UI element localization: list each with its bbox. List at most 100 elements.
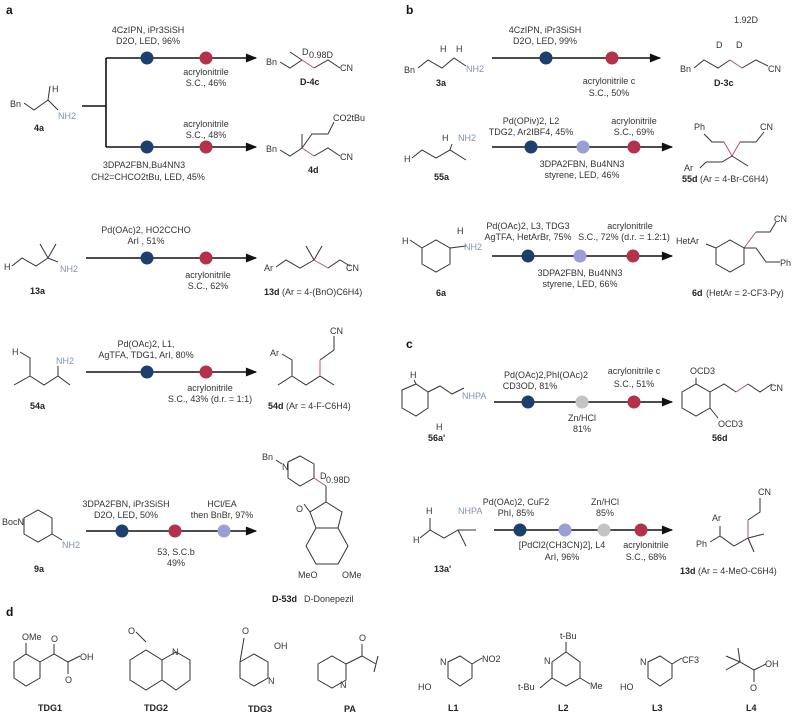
conditions-text: Pd(OAc)2, HO2CCHO (101, 225, 191, 235)
group-cn: CN (340, 63, 353, 73)
group-ome: MeO (298, 570, 318, 580)
group-h: H (436, 422, 443, 432)
group-nh2: NH2 (466, 64, 484, 74)
panel-label-d: d (6, 605, 13, 619)
group-ocd3: OCD3 (690, 366, 715, 376)
structure-L4: OH O L4 (725, 647, 779, 713)
step-dot-red (199, 365, 213, 379)
group-n: N (544, 656, 551, 666)
structure-3a: Bn H H NH2 3a (404, 44, 484, 88)
compound-label-D-4c: D-4c (300, 77, 320, 87)
step-dot-blue (521, 249, 535, 263)
structure-TDG2: O N TDG2 (128, 626, 191, 713)
compound-label-D-3c: D-3c (714, 78, 734, 88)
step-dot-blue (513, 523, 527, 537)
group-n: N (440, 657, 447, 667)
structure-L1: N NO2 HO L1 (418, 654, 501, 713)
step-dot-gray (597, 523, 611, 537)
conditions-text: S.C., 50% (589, 88, 630, 98)
step-dot-red (199, 51, 213, 65)
compound-label-4a: 4a (34, 123, 45, 133)
group-ar: Ar (712, 513, 721, 523)
conditions-text: Pd(OPiv)2, L2 (503, 116, 560, 126)
step-dot-blue (115, 524, 129, 538)
conditions-text: S.C., 51% (614, 379, 655, 389)
step-dot-blue (140, 51, 154, 65)
group-bn: Bn (262, 452, 273, 462)
group-n: N (282, 462, 289, 472)
conditions-text: 3DPA2FBN, Bu4NN3 (538, 268, 623, 278)
structure-54a: H NH2 54a (12, 347, 74, 411)
compound-label-4d: 4d (308, 165, 319, 175)
structure-D-3c: 1.92D D D Bn CN D-3c (680, 15, 781, 88)
conditions-text: S.C., 69% (614, 127, 655, 137)
group-h: H (457, 226, 464, 236)
compound-label-L2: L2 (558, 703, 569, 713)
conditions-text: D2O, LED, 99% (513, 36, 577, 46)
group-ome: OMe (22, 632, 42, 642)
conditions-text: TDG2, Ar2IBF4, 45% (489, 127, 574, 137)
conditions-text: S.C., 68% (626, 552, 667, 562)
group-o: O (65, 675, 72, 685)
step-dot-lavender (576, 140, 590, 154)
group-bn: Bn (266, 57, 277, 67)
step-dot-red (627, 140, 641, 154)
conditions-text: acrylonitrile (185, 270, 231, 280)
compound-label-6a: 6a (436, 288, 447, 298)
structure-6a: H H NH2 6a (402, 226, 482, 298)
conditions-text: acrylonitrile (607, 221, 653, 231)
group-nh2: NH2 (58, 111, 76, 121)
step-dot-red (168, 524, 182, 538)
group-nh2: NH2 (60, 264, 78, 274)
group-h: H (4, 262, 11, 272)
group-n: N (340, 680, 347, 690)
group-ho: HO (620, 682, 634, 692)
conditions-text: 4CzIPN, iPr3SiSH (509, 25, 582, 35)
group-ph: Ph (780, 258, 791, 268)
compound-label-56d: 56d (712, 433, 728, 443)
compound-note: (Ar = 4-F-C6H4) (286, 401, 351, 411)
group-ar: Ar (270, 348, 279, 358)
group-cf3: CF3 (682, 655, 699, 665)
conditions-text: Pd(OAc)2, L3, TDG3 (486, 221, 569, 231)
deuterium-incorporation: 1.92D (734, 15, 759, 25)
step-dot-red (634, 523, 648, 537)
structure-13d-c: Ar Ph CN 13d (Ar = 4-MeO-C6H4) (680, 487, 777, 576)
conditions-text: D2O, LED, 50% (94, 510, 158, 520)
compound-label-3a: 3a (436, 78, 447, 88)
compound-label-13d: 13d (680, 566, 696, 576)
group-h: H (442, 133, 449, 143)
group-no2: NO2 (482, 654, 501, 664)
structure-13d: Ar CN 13d (Ar = 4-(BnO)C6H4) (264, 245, 362, 297)
compound-note: D-Donepezil (304, 594, 354, 604)
group-me: Me (590, 681, 603, 691)
group-h: H (456, 44, 463, 54)
conditions-text: S.C., 43% (d.r. = 1:1) (168, 394, 252, 404)
structure-D-53d: Bn N D 0.98D O MeO OMe D-53d D-Donepezil (262, 452, 362, 604)
panel-label-c: c (406, 337, 413, 351)
group-h: H (52, 84, 59, 94)
structure-54d: Ar CN 54d (Ar = 4-F-C6H4) (268, 326, 351, 411)
conditions-text: 3DPA2FBN, iPr3SiSH (82, 499, 169, 509)
structure-55a: H NH2 H (404, 133, 476, 164)
compound-label-54a: 54a (30, 401, 46, 411)
conditions-text: acrylonitrile (183, 119, 229, 129)
group-bocn: BocN (2, 517, 24, 527)
conditions-text: acrylonitrile c (608, 366, 661, 376)
step-dot-blue (140, 140, 154, 154)
group-h: H (440, 44, 447, 54)
group-ph: Ph (696, 539, 707, 549)
step-dot-blue (140, 365, 154, 379)
group-h: H (402, 236, 409, 246)
step-dot-lavender (573, 249, 587, 263)
step-dot-red (626, 249, 640, 263)
group-tbu: t-Bu (560, 631, 577, 641)
structure-13a-prime: H H NHPA 13a' (413, 506, 482, 574)
conditions-text: ArI , 51% (127, 236, 164, 246)
group-h: H (426, 506, 433, 516)
conditions-text: PhI, 85% (498, 508, 535, 518)
structure-L3: N CF3 HO L3 (620, 655, 699, 713)
compound-label-PA: PA (344, 704, 356, 714)
structure-55d: Ph CN Ar 55d (Ar = 4-Br-C6H4) (682, 122, 773, 184)
conditions-text: HCl/EA (207, 499, 237, 509)
